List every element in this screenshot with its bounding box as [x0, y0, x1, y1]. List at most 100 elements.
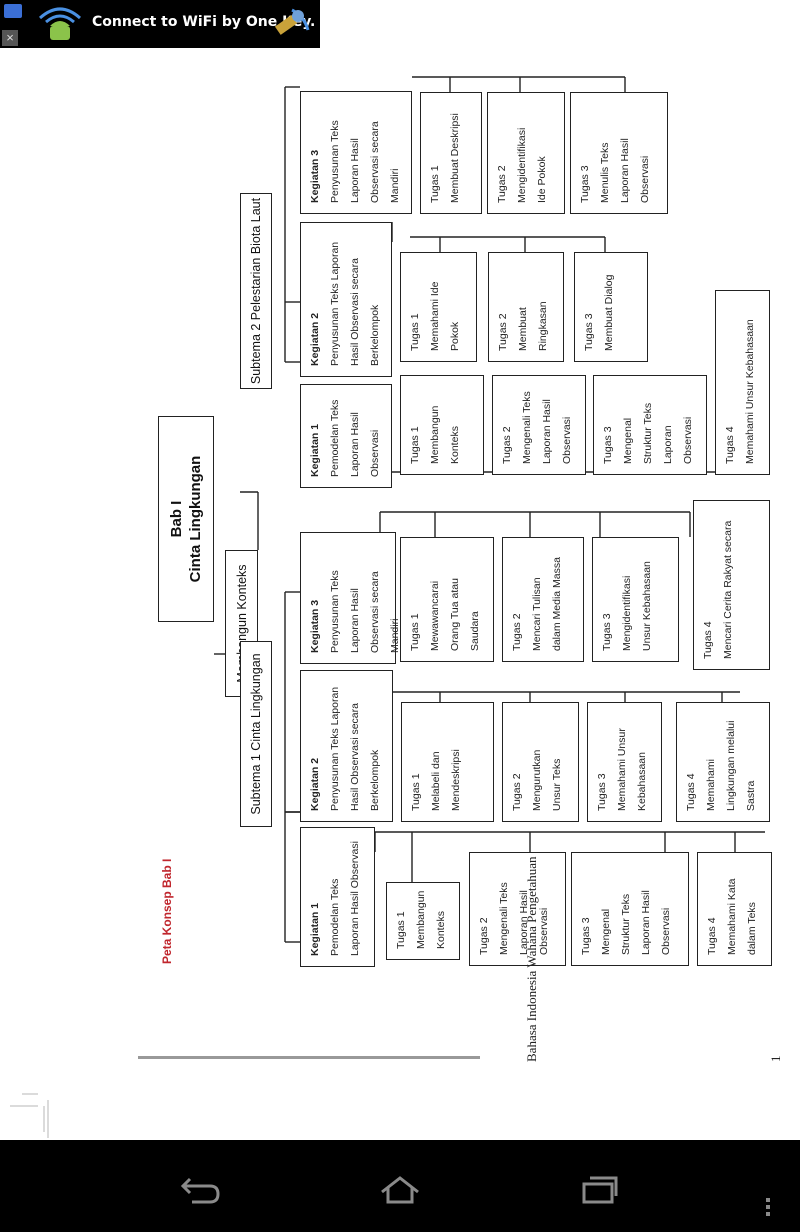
task-text: Mengenali Teks: [498, 882, 510, 955]
s2-k1-title: Kegiatan 1: [309, 423, 321, 477]
task-text: Pokok: [449, 321, 461, 351]
s1-k1-tugas-4: Tugas 4 Memahami Kata dalam Teks: [697, 852, 772, 966]
recent-apps-button[interactable]: [570, 1164, 630, 1212]
s1-k1-title: Kegiatan 1: [309, 902, 321, 956]
s1-k2-desc: Penyusunan Teks Laporan: [329, 686, 341, 811]
task-text: Mengenal: [600, 908, 612, 955]
s1-k1-tugas-1: Tugas 1 Membangun Konteks: [386, 882, 460, 960]
task-text: Mengurutkan: [531, 749, 543, 811]
s1-kegiatan-3: Kegiatan 3 Penyusunan Teks Laporan Hasil…: [300, 532, 401, 664]
concept-map-heading: Peta Konsep Bab I: [160, 858, 174, 964]
task-text: Orang Tua atau: [449, 578, 461, 651]
task-text: Memahami: [705, 759, 717, 811]
task-text: Membuat Dialog: [603, 274, 615, 351]
task-text: Observasi: [561, 416, 573, 464]
s2-k3-tugas-1: Tugas 1 Membuat Deskripsi: [420, 92, 482, 214]
s2-kegiatan-1: Kegiatan 1 Pemodelan Teks Laporan Hasil …: [300, 384, 392, 488]
task-text: Tugas 3: [580, 917, 592, 955]
ad-banner[interactable]: × Connect to WiFi by One Key.: [0, 0, 320, 48]
s1-k1-tugas-2: Tugas 2 Mengenali Teks Laporan Hasil Obs…: [469, 852, 566, 966]
ad-text: Connect to WiFi by One Key.: [92, 14, 316, 30]
corner-mark: [10, 1093, 49, 1138]
s1-k2-tugas-4: Tugas 4 Memahami Lingkungan melalui Sast…: [676, 702, 770, 822]
task-text: Laporan Hasil: [619, 138, 631, 203]
task-text: dalam Media Massa: [551, 557, 563, 651]
task-text: Laporan Hasil: [640, 890, 652, 955]
s1-k3-tugas-3: Tugas 3 Mengidentifikasi Unsur Kebahasaa…: [592, 537, 679, 662]
s2-k2-tugas-3: Tugas 3 Membuat Dialog: [574, 252, 648, 362]
s2-k1-tugas-1: Tugas 1 Membangun Konteks: [400, 375, 484, 475]
ad-close-button[interactable]: ×: [2, 30, 18, 46]
s2-k1-tugas-2: Tugas 2 Mengenali Teks Laporan Hasil Obs…: [492, 375, 586, 475]
task-text: Laporan Hasil: [541, 399, 553, 464]
task-text: Kebahasaan: [636, 752, 648, 811]
task-text: Tugas 2: [511, 613, 523, 651]
overflow-menu-icon[interactable]: [766, 1198, 770, 1219]
s2-k2-desc: Berkelompok: [369, 304, 381, 366]
task-text: Tugas 4: [706, 917, 718, 955]
s2-k3-desc: Laporan Hasil: [349, 138, 361, 203]
task-text: Memahami Ide: [429, 281, 441, 351]
task-text: Observasi: [639, 155, 651, 203]
task-text: Konteks: [449, 426, 461, 464]
task-text: Tugas 2: [511, 773, 523, 811]
task-text: Observasi: [660, 907, 672, 955]
task-text: Lingkungan melalui: [725, 720, 737, 811]
s2-k2-desc: Penyusunan Teks Laporan: [329, 241, 341, 366]
s2-k2-title: Kegiatan 2: [309, 312, 321, 366]
s1-k2-tugas-3: Tugas 3 Memahami Unsur Kebahasaan: [587, 702, 662, 822]
task-text: Ringkasan: [537, 301, 549, 351]
task-text: Tugas 4: [724, 426, 736, 464]
task-text: Tugas 2: [501, 426, 513, 464]
task-text: Mewawancarai: [429, 580, 441, 651]
task-text: Memahami Unsur Kebahasaan: [744, 319, 756, 464]
s1-k1-desc: Pemodelan Teks: [329, 878, 341, 956]
root-title: Bab I: [168, 500, 185, 538]
s1-k3-tugas-2: Tugas 2 Mencari Tulisan dalam Media Mass…: [502, 537, 584, 662]
footer-page-number: 1: [768, 1055, 783, 1063]
task-text: Tugas 1: [410, 773, 422, 811]
s1-k3-title: Kegiatan 3: [309, 599, 321, 653]
task-text: Tugas 2: [497, 313, 509, 351]
s2-kegiatan-2: Kegiatan 2 Penyusunan Teks Laporan Hasil…: [300, 222, 392, 377]
task-text: Tugas 1: [409, 313, 421, 351]
task-text: Tugas 3: [601, 613, 613, 651]
task-text: Tugas 1: [409, 426, 421, 464]
task-text: Mencari Tulisan: [531, 577, 543, 651]
wifi-app-icon: [4, 4, 22, 18]
s2-kegiatan-3: Kegiatan 3 Penyusunan Teks Laporan Hasil…: [300, 91, 412, 214]
subtema-2-label: Subtema 2 Pelestarian Biota Laut: [249, 197, 263, 385]
task-text: Mengidentifikasi: [621, 575, 633, 651]
task-text: Tugas 1: [429, 165, 441, 203]
task-text: Memahami Kata: [726, 878, 738, 955]
task-text: Melabeli dan: [430, 751, 442, 811]
task-text: Menulis Teks: [599, 142, 611, 204]
task-text: Ide Pokok: [536, 156, 548, 203]
task-text: Konteks: [435, 911, 447, 949]
s2-k3-tugas-3: Tugas 3 Menulis Teks Laporan Hasil Obser…: [570, 92, 668, 214]
task-text: Tugas 4: [685, 773, 697, 811]
task-text: Tugas 3: [579, 165, 591, 203]
recent-apps-icon: [582, 1176, 618, 1204]
footer-book-title: Bahasa Indonesia Wahana Pengetahuan: [524, 856, 539, 1062]
s1-k2-desc: Berkelompok: [369, 749, 381, 811]
task-text: Membuat Deskripsi: [449, 113, 461, 203]
task-text: Tugas 4: [702, 621, 714, 659]
s2-k1-desc: Laporan Hasil: [349, 412, 361, 477]
task-text: Unsur Teks: [551, 758, 563, 811]
back-button[interactable]: [170, 1164, 230, 1212]
s2-k3-title: Kegiatan 3: [309, 149, 321, 203]
task-text: Membuat: [517, 307, 529, 351]
s1-k3-desc: Laporan Hasil: [349, 588, 361, 653]
s2-k2-desc: Hasil Observasi secara: [349, 258, 361, 366]
task-text: Tugas 1: [395, 911, 407, 949]
task-text: Unsur Kebahasaan: [641, 561, 653, 651]
task-text: Laporan: [662, 425, 674, 464]
s2-k3-tugas-2: Tugas 2 Mengidentifikasi Ide Pokok: [487, 92, 565, 214]
home-button[interactable]: [370, 1164, 430, 1212]
s1-k1-desc: Laporan Hasil Observasi: [349, 841, 361, 956]
s1-k3-desc: Observasi secara: [369, 571, 381, 653]
footer-rule: [138, 1056, 480, 1059]
